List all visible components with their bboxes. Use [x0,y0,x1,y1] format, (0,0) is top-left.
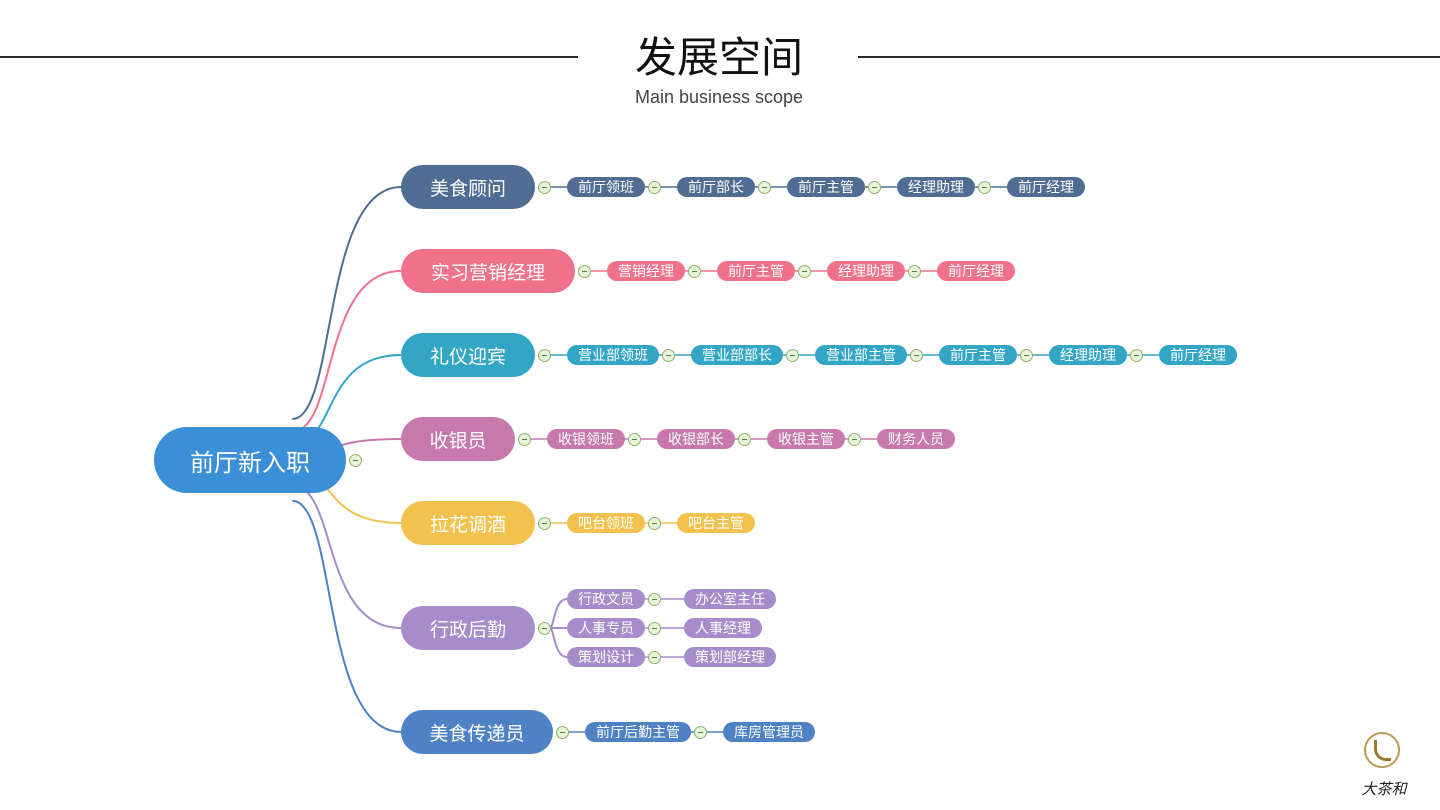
career-step-chip[interactable]: 营业部领班 [567,345,659,365]
row-connector [549,598,568,629]
step-collapse-icon[interactable] [867,180,881,194]
row-connector [549,627,568,658]
career-step-chip[interactable]: 前厅主管 [939,345,1017,365]
step-collapse-icon[interactable] [1019,348,1033,362]
career-step-chip[interactable]: 营业部主管 [815,345,907,365]
branch-collapse-icon[interactable] [537,516,551,530]
step-collapse-icon[interactable] [847,432,861,446]
logo-text: 大茶和 [1361,780,1407,798]
career-step-chip[interactable]: 吧台主管 [677,513,755,533]
header-rule-right [858,56,1440,58]
branch-node-food-advisor[interactable]: 美食顾问 [401,165,535,209]
brand-logo: 大茶和 [1352,728,1416,800]
branch-node-reception[interactable]: 礼仪迎宾 [401,333,535,377]
career-step-chip[interactable]: 库房管理员 [723,722,815,742]
step-collapse-icon[interactable] [661,348,675,362]
career-step-chip[interactable]: 经理助理 [827,261,905,281]
career-step-chip[interactable]: 前厅经理 [1159,345,1237,365]
step-collapse-icon[interactable] [785,348,799,362]
branch-collapse-icon[interactable] [537,621,551,635]
step-collapse-icon[interactable] [693,725,707,739]
step-collapse-icon[interactable] [797,264,811,278]
branch-connector [292,484,402,629]
header-rule-left [0,56,578,58]
branch-node-food-runner[interactable]: 美食传递员 [401,710,553,754]
branch-connector [292,270,402,433]
career-step-chip[interactable]: 营业部部长 [691,345,783,365]
step-collapse-icon[interactable] [687,264,701,278]
career-step-chip[interactable]: 收银部长 [657,429,735,449]
career-step-chip[interactable]: 营销经理 [607,261,685,281]
branch-node-bartender[interactable]: 拉花调酒 [401,501,535,545]
career-step-chip[interactable]: 人事经理 [684,618,762,638]
career-step-chip[interactable]: 吧台领班 [567,513,645,533]
career-step-chip[interactable]: 前厅部长 [677,177,755,197]
career-step-chip[interactable]: 前厅经理 [1007,177,1085,197]
step-collapse-icon[interactable] [1129,348,1143,362]
step-collapse-icon[interactable] [909,348,923,362]
step-collapse-icon[interactable] [647,621,661,635]
branch-collapse-icon[interactable] [577,264,591,278]
career-step-chip[interactable]: 前厅后勤主管 [585,722,691,742]
career-step-chip[interactable]: 前厅主管 [787,177,865,197]
branch-connector [292,499,402,733]
branch-collapse-icon[interactable] [537,180,551,194]
step-collapse-icon[interactable] [907,264,921,278]
step-collapse-icon[interactable] [647,516,661,530]
root-collapse-icon[interactable] [348,453,362,467]
root-node[interactable]: 前厅新入职 [154,427,346,493]
branch-node-cashier[interactable]: 收银员 [401,417,515,461]
career-step-chip[interactable]: 经理助理 [1049,345,1127,365]
step-collapse-icon[interactable] [647,180,661,194]
career-step-chip[interactable]: 前厅领班 [567,177,645,197]
career-step-chip[interactable]: 前厅经理 [937,261,1015,281]
branch-node-admin[interactable]: 行政后勤 [401,606,535,650]
career-step-chip[interactable]: 经理助理 [897,177,975,197]
step-collapse-icon[interactable] [647,592,661,606]
step-collapse-icon[interactable] [977,180,991,194]
step-collapse-icon[interactable] [737,432,751,446]
career-step-chip[interactable]: 策划部经理 [684,647,776,667]
career-step-chip[interactable]: 收银主管 [767,429,845,449]
step-collapse-icon[interactable] [757,180,771,194]
career-step-chip[interactable]: 办公室主任 [684,589,776,609]
career-step-chip[interactable]: 收银领班 [547,429,625,449]
page-title: 发展空间 [634,33,803,82]
page-subtitle: Main business scope [634,87,804,107]
career-step-chip[interactable]: 前厅主管 [717,261,795,281]
branch-connector [292,186,402,421]
logo-mark-icon [1364,732,1400,768]
career-step-chip[interactable]: 行政文员 [567,589,645,609]
step-collapse-icon[interactable] [647,650,661,664]
branch-node-marketing-intern[interactable]: 实习营销经理 [401,249,575,293]
career-step-chip[interactable]: 策划设计 [567,647,645,667]
branch-collapse-icon[interactable] [555,725,569,739]
step-collapse-icon[interactable] [627,432,641,446]
branch-collapse-icon[interactable] [537,348,551,362]
career-step-chip[interactable]: 财务人员 [877,429,955,449]
branch-collapse-icon[interactable] [517,432,531,446]
career-step-chip[interactable]: 人事专员 [567,618,645,638]
